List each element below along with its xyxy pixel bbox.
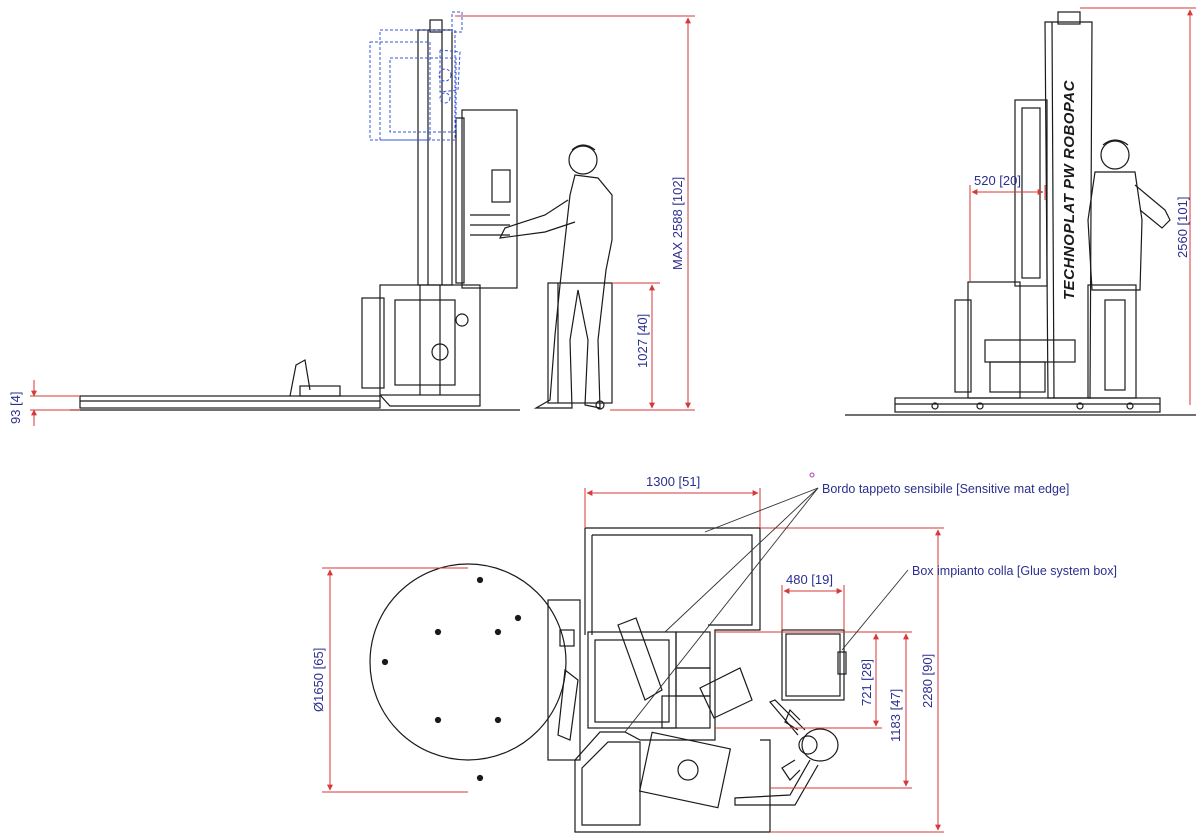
side-view-ghost-carriage	[369, 11, 463, 141]
top-view-sensitive-mat	[574, 527, 771, 833]
note-glue-box: Box impianto colla [Glue system box]	[912, 564, 1117, 578]
dimension-lines	[30, 7, 1196, 833]
top-view	[369, 527, 847, 833]
front-view-carriage	[954, 281, 1076, 399]
dim-panel-height: 1027 [40]	[635, 314, 650, 368]
top-view-glue-box	[781, 629, 847, 701]
brand-text: TECHNOPLAT PW ROBOPAC	[1061, 79, 1078, 300]
dim-box-width: 480 [19]	[786, 572, 833, 587]
dim-max-height: MAX 2588 [102]	[670, 177, 685, 270]
top-view-turntable	[369, 563, 581, 782]
dim-right-height: 2560 [101]	[1175, 197, 1190, 258]
leader-lines	[624, 487, 909, 733]
dimension-labels: MAX 2588 [102] 1027 [40] 93 [4] 520 [20]…	[8, 173, 1190, 742]
front-view-base	[845, 397, 1196, 416]
front-view-control-panel	[1014, 99, 1048, 287]
operator-figure-icon	[734, 699, 839, 806]
dim-rail-height: 93 [4]	[8, 391, 23, 424]
top-view-machine	[587, 617, 753, 809]
side-view-rail	[70, 359, 520, 411]
operator-figure-icon	[1087, 139, 1171, 291]
dim-diameter: Ø1650 [65]	[311, 648, 326, 712]
note-sensitive-mat: Bordo tappeto sensibile [Sensitive mat e…	[822, 482, 1069, 496]
dim-721: 721 [28]	[859, 659, 874, 706]
front-view	[845, 11, 1196, 416]
side-view	[70, 19, 613, 411]
side-view-base	[361, 284, 481, 407]
side-view-control-panel	[455, 109, 518, 289]
dim-2280: 2280 [90]	[920, 654, 935, 708]
dim-mast-offset: 520 [20]	[974, 173, 1021, 188]
front-view-stand	[1087, 284, 1137, 399]
dim-1183: 1183 [47]	[888, 689, 903, 742]
operator-figure-icon	[498, 144, 613, 409]
robopac-logo-icon: TECHNOPLAT PW ROBOPAC	[1061, 79, 1078, 300]
marker-point	[809, 472, 815, 478]
dim-width-top: 1300 [51]	[646, 474, 700, 489]
annotations: Bordo tappeto sensibile [Sensitive mat e…	[822, 482, 1117, 578]
side-view-mast	[417, 19, 453, 286]
